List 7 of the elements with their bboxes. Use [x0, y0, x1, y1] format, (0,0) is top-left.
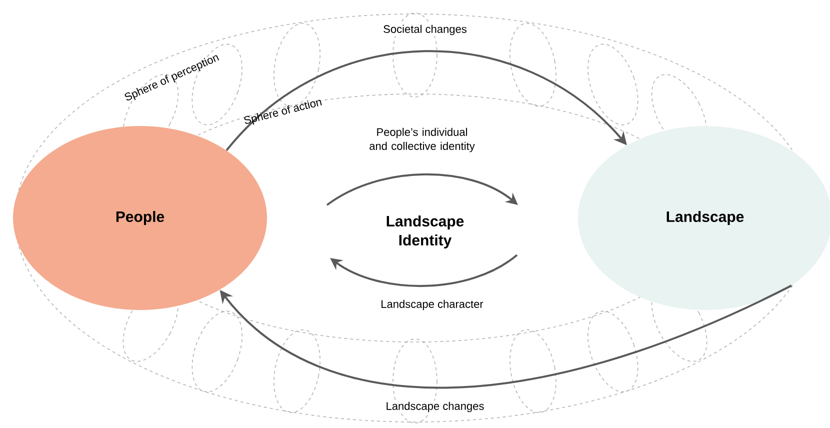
ellipse-node: People [13, 126, 267, 310]
text-label: Landscape character [382, 300, 484, 310]
edge-label: Societal changes [382, 24, 468, 36]
text-label: Sphere of action [244, 100, 322, 125]
edge-label: Landscape changes [384, 400, 486, 414]
text-label: People’s individual and collective identity [370, 128, 475, 152]
center-title: Landscape Identity [386, 216, 464, 248]
